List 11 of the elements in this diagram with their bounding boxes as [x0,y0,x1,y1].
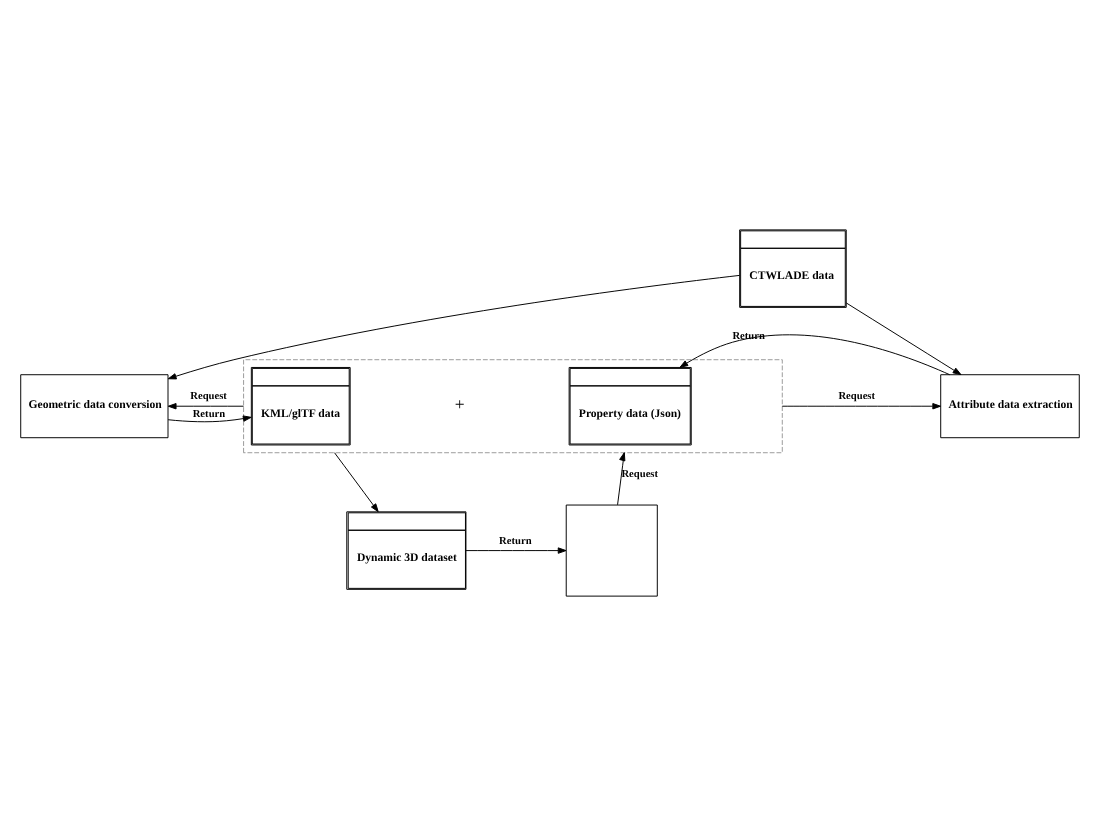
node-box [565,503,658,596]
arrow [679,333,951,375]
arrow [334,451,379,512]
arrow [465,546,567,553]
arrow [167,273,741,379]
label: + [454,393,465,414]
arrow [167,414,252,422]
arrow [845,301,962,375]
arrow [781,402,942,409]
arrow [167,402,245,409]
arrow [617,451,626,505]
